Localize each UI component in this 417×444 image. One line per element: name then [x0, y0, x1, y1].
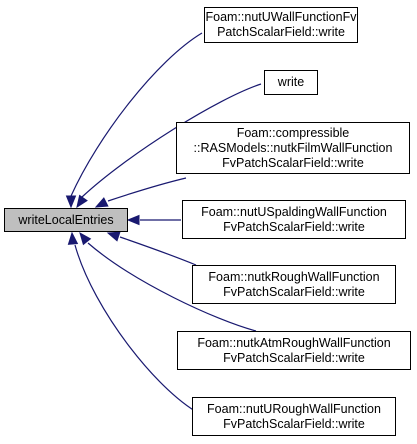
- caller-label-line: Foam::nutkRoughWallFunction: [208, 269, 380, 284]
- edge-arrowhead: [94, 197, 109, 208]
- edge-arrowhead: [106, 231, 121, 242]
- caller-label-line: FvPatchScalarField::write: [223, 284, 365, 299]
- caller-label-line: FvPatchScalarField::write: [223, 416, 365, 431]
- caller-node-nutuspaldingwallfunction[interactable]: Foam::nutUSpaldingWallFunction FvPatchSc…: [182, 200, 406, 239]
- root-node[interactable]: writeLocalEntries: [4, 208, 128, 232]
- caller-label-line: Foam::nutUWallFunctionFv: [205, 10, 357, 24]
- caller-label-line: FvPatchScalarField::write: [223, 219, 365, 234]
- caller-node-nutkfilmwallfunction[interactable]: Foam::compressible ::RASModels::nutkFilm…: [176, 122, 410, 174]
- caller-label-line: Foam::compressible: [236, 125, 350, 140]
- edge-line: [70, 32, 203, 197]
- caller-node-nutuwallfunction[interactable]: Foam::nutUWallFunctionFv PatchScalarFiel…: [204, 7, 358, 43]
- edge-line: [87, 242, 257, 332]
- edge-arrowhead: [67, 231, 79, 245]
- caller-node-nutkatmroughwallfunction[interactable]: Foam::nutkAtmRoughWallFunction FvPatchSc…: [177, 331, 411, 370]
- caller-label-line: Foam::nutUSpaldingWallFunction: [201, 204, 387, 219]
- caller-label-line: FvPatchScalarField::write: [222, 155, 364, 170]
- caller-label-line: ::RASModels::nutkFilmWallFunction: [193, 140, 393, 155]
- edge-arrowhead: [65, 195, 77, 209]
- edges-layer: [65, 32, 262, 417]
- edge-line: [119, 236, 197, 266]
- edge-line: [81, 83, 262, 198]
- edge-line: [107, 177, 187, 202]
- caller-label-line: Foam::nutkAtmRoughWallFunction: [197, 335, 391, 350]
- caller-label-line: Foam::nutURoughWallFunction: [207, 401, 381, 416]
- caller-node-nutkroughwallfunction[interactable]: Foam::nutkRoughWallFunction FvPatchScala…: [192, 265, 396, 304]
- caller-node-nuturoughwallfunction[interactable]: Foam::nutURoughWallFunction FvPatchScala…: [192, 397, 396, 436]
- edge-arrowhead: [79, 231, 92, 246]
- edge-arrowhead: [76, 194, 88, 209]
- root-node-label: writeLocalEntries: [18, 212, 114, 227]
- edge-line: [74, 244, 205, 417]
- caller-label-line: FvPatchScalarField::write: [223, 350, 365, 365]
- edge-arrowhead: [126, 214, 140, 226]
- caller-node-write[interactable]: write: [264, 70, 318, 95]
- caller-label-line: write: [277, 75, 305, 89]
- caller-label-line: PatchScalarField::write: [217, 25, 345, 39]
